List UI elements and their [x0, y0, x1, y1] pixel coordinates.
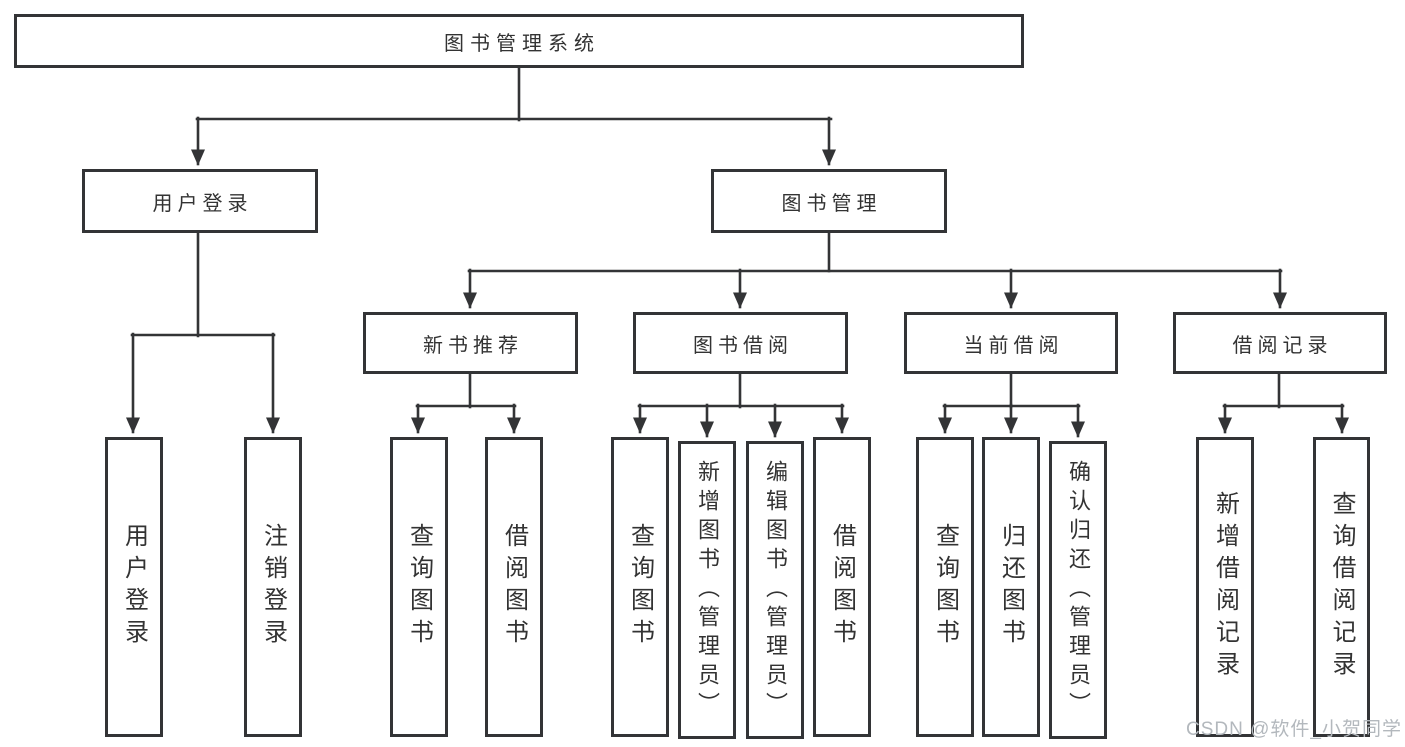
leaf-query-books-current-label: 查询图书 [931, 523, 959, 651]
leaf-edit-books-admin-label: 编辑图书（管理员） [763, 459, 788, 721]
leaf-borrow-books-borrowing-label: 借阅图书 [828, 523, 856, 651]
leaf-add-books-admin-label: 新增图书（管理员） [695, 459, 720, 721]
node-current-borrowing: 当前借阅 [904, 312, 1118, 374]
csdn-watermark: CSDN @软件_小贺同学 [1186, 719, 1402, 740]
leaf-query-books-current: 查询图书 [916, 437, 974, 737]
leaf-query-books-recommend: 查询图书 [390, 437, 448, 737]
node-root: 图书管理系统 [14, 14, 1024, 68]
leaf-query-borrow-record: 查询借阅记录 [1313, 437, 1370, 737]
leaf-return-books: 归还图书 [982, 437, 1040, 737]
leaf-query-books-borrowing: 查询图书 [611, 437, 669, 737]
leaf-query-borrow-record-label: 查询借阅记录 [1328, 491, 1355, 683]
node-new-book-recommend: 新书推荐 [363, 312, 578, 374]
node-user-login: 用户登录 [82, 169, 318, 233]
leaf-user-login: 用户登录 [105, 437, 163, 737]
node-borrow-records: 借阅记录 [1173, 312, 1387, 374]
leaf-return-books-label: 归还图书 [997, 523, 1025, 651]
leaf-query-books-recommend-label: 查询图书 [405, 523, 433, 651]
leaf-logout-label: 注销登录 [259, 523, 287, 651]
leaf-edit-books-admin: 编辑图书（管理员） [746, 441, 804, 739]
leaf-logout: 注销登录 [244, 437, 302, 737]
leaf-confirm-return-admin: 确认归还（管理员） [1049, 441, 1107, 739]
leaf-add-books-admin: 新增图书（管理员） [678, 441, 736, 739]
leaf-borrow-books-borrowing: 借阅图书 [813, 437, 871, 737]
leaf-query-books-borrowing-label: 查询图书 [626, 523, 654, 651]
node-book-borrowing: 图书借阅 [633, 312, 848, 374]
leaf-confirm-return-admin-label: 确认归还（管理员） [1066, 459, 1091, 721]
node-book-management: 图书管理 [711, 169, 947, 233]
leaf-borrow-books-recommend: 借阅图书 [485, 437, 543, 737]
leaf-user-login-label: 用户登录 [120, 523, 148, 651]
leaf-borrow-books-recommend-label: 借阅图书 [500, 523, 528, 651]
leaf-add-borrow-record: 新增借阅记录 [1196, 437, 1254, 737]
leaf-add-borrow-record-label: 新增借阅记录 [1211, 491, 1239, 683]
